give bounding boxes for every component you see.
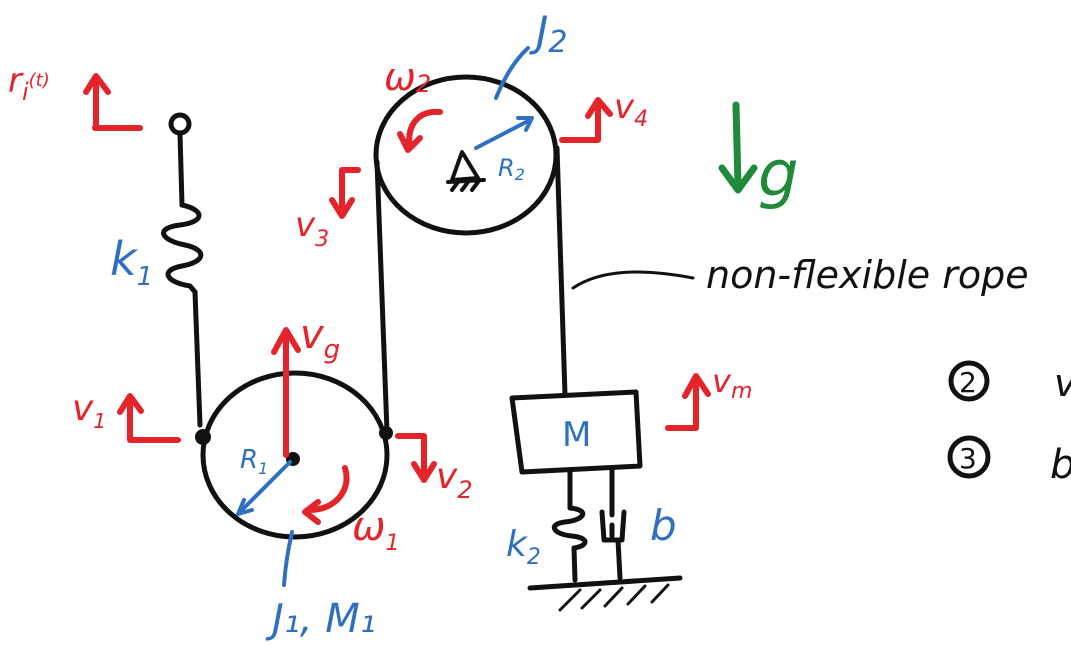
wire-upper — [177, 131, 185, 208]
item-2-circle — [948, 360, 990, 402]
ground — [527, 575, 683, 591]
label-J2: J2 — [529, 7, 567, 60]
label-vg: vg — [300, 312, 340, 365]
contact-dot-left — [195, 429, 211, 445]
item-3-text: b — [1050, 442, 1071, 488]
label-k2: k2 — [506, 524, 541, 570]
rope-right — [554, 145, 568, 398]
label-k1: k1 — [110, 232, 153, 292]
contact-dot-right — [379, 426, 393, 440]
spring-k2 — [551, 469, 588, 583]
damper-b — [599, 467, 627, 581]
arrow-vg — [271, 327, 301, 458]
label-omega2: ω2 — [384, 55, 431, 99]
arrow-vm — [665, 373, 711, 431]
label-omega1: ω1 — [352, 504, 400, 556]
label-r-input: ri(t) — [8, 61, 50, 106]
arrow-omega2 — [397, 108, 443, 153]
rope-left — [374, 159, 390, 435]
label-J1M1: J₁, M₁ — [265, 596, 376, 642]
item-2-number: 2 — [959, 366, 977, 399]
arrow-v4 — [559, 97, 613, 143]
label-v3: v3 — [295, 205, 329, 252]
item-3-circle — [947, 435, 991, 479]
label-v4: v4 — [614, 87, 648, 132]
label-R2: R2 — [498, 154, 525, 184]
arrow-omega1 — [302, 465, 350, 525]
item-2-text: v — [1054, 361, 1071, 405]
label-v1: v1 — [72, 388, 106, 433]
input-terminal — [168, 112, 192, 136]
rope-leader-line — [571, 270, 695, 290]
arrow-R2 — [474, 116, 534, 150]
label-v2: v2 — [436, 456, 473, 504]
arrow-R1 — [236, 460, 292, 516]
label-rope: non-flexible rope — [706, 253, 1029, 297]
label-g: g — [758, 138, 799, 212]
arrow-r-input — [83, 73, 143, 131]
arrow-v1 — [117, 393, 181, 443]
label-b: b — [650, 501, 677, 550]
ground-hatch — [558, 583, 670, 612]
label-R1: R1 — [240, 445, 268, 478]
mass-block — [509, 389, 643, 475]
spring-k1 — [161, 202, 204, 295]
arrow-v3 — [329, 167, 361, 219]
label-mass: M — [562, 415, 591, 455]
leader-J1M1 — [282, 530, 294, 587]
arrow-v2 — [395, 433, 437, 483]
wire-lower — [192, 289, 203, 428]
gravity-arrow — [718, 101, 758, 194]
label-vm: vm — [712, 362, 752, 404]
item-3-number: 3 — [959, 442, 977, 475]
pulley-1 — [200, 370, 390, 540]
pivot-icon — [446, 150, 486, 192]
leader-J2 — [494, 46, 530, 100]
